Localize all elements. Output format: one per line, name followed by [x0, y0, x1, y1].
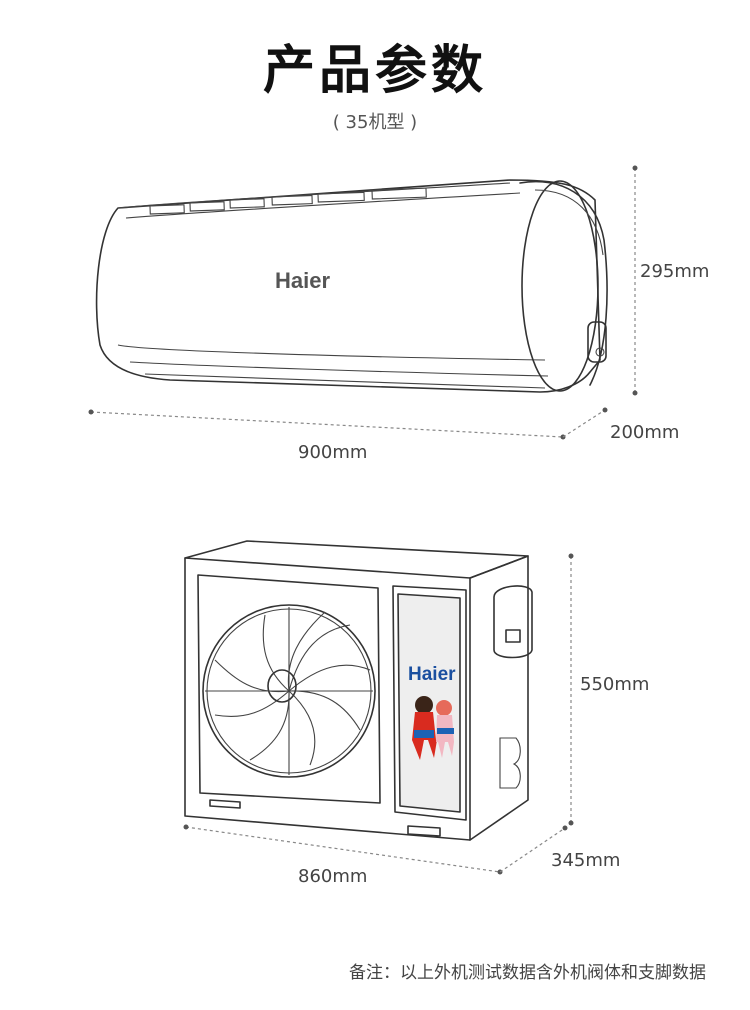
indoor-width-label: 900mm: [298, 442, 368, 463]
outdoor-brand-logo: Haier: [408, 664, 456, 685]
model-subtitle: ( 35机型 ): [332, 112, 418, 133]
outdoor-depth-label: 345mm: [551, 850, 621, 871]
mascot-illustration: [412, 696, 454, 760]
fan-guard-grid: [205, 607, 373, 775]
outdoor-height-label: 550mm: [580, 674, 650, 695]
outdoor-dimension-lines: [183, 553, 574, 875]
indoor-depth-label: 200mm: [610, 422, 680, 443]
page-title: 产品参数: [262, 41, 487, 101]
footnote: 备注：以上外机测试数据含外机阀体和支脚数据: [349, 963, 706, 983]
outdoor-width-label: 860mm: [298, 866, 368, 887]
fan-blades: [214, 611, 371, 766]
outdoor-unit-drawing: [183, 540, 574, 875]
indoor-brand-logo: Haier: [275, 268, 331, 293]
indoor-vents: [149, 187, 427, 215]
indoor-dimension-lines: [88, 165, 638, 440]
indoor-unit-drawing: [88, 165, 638, 440]
indoor-height-label: 295mm: [640, 261, 710, 282]
